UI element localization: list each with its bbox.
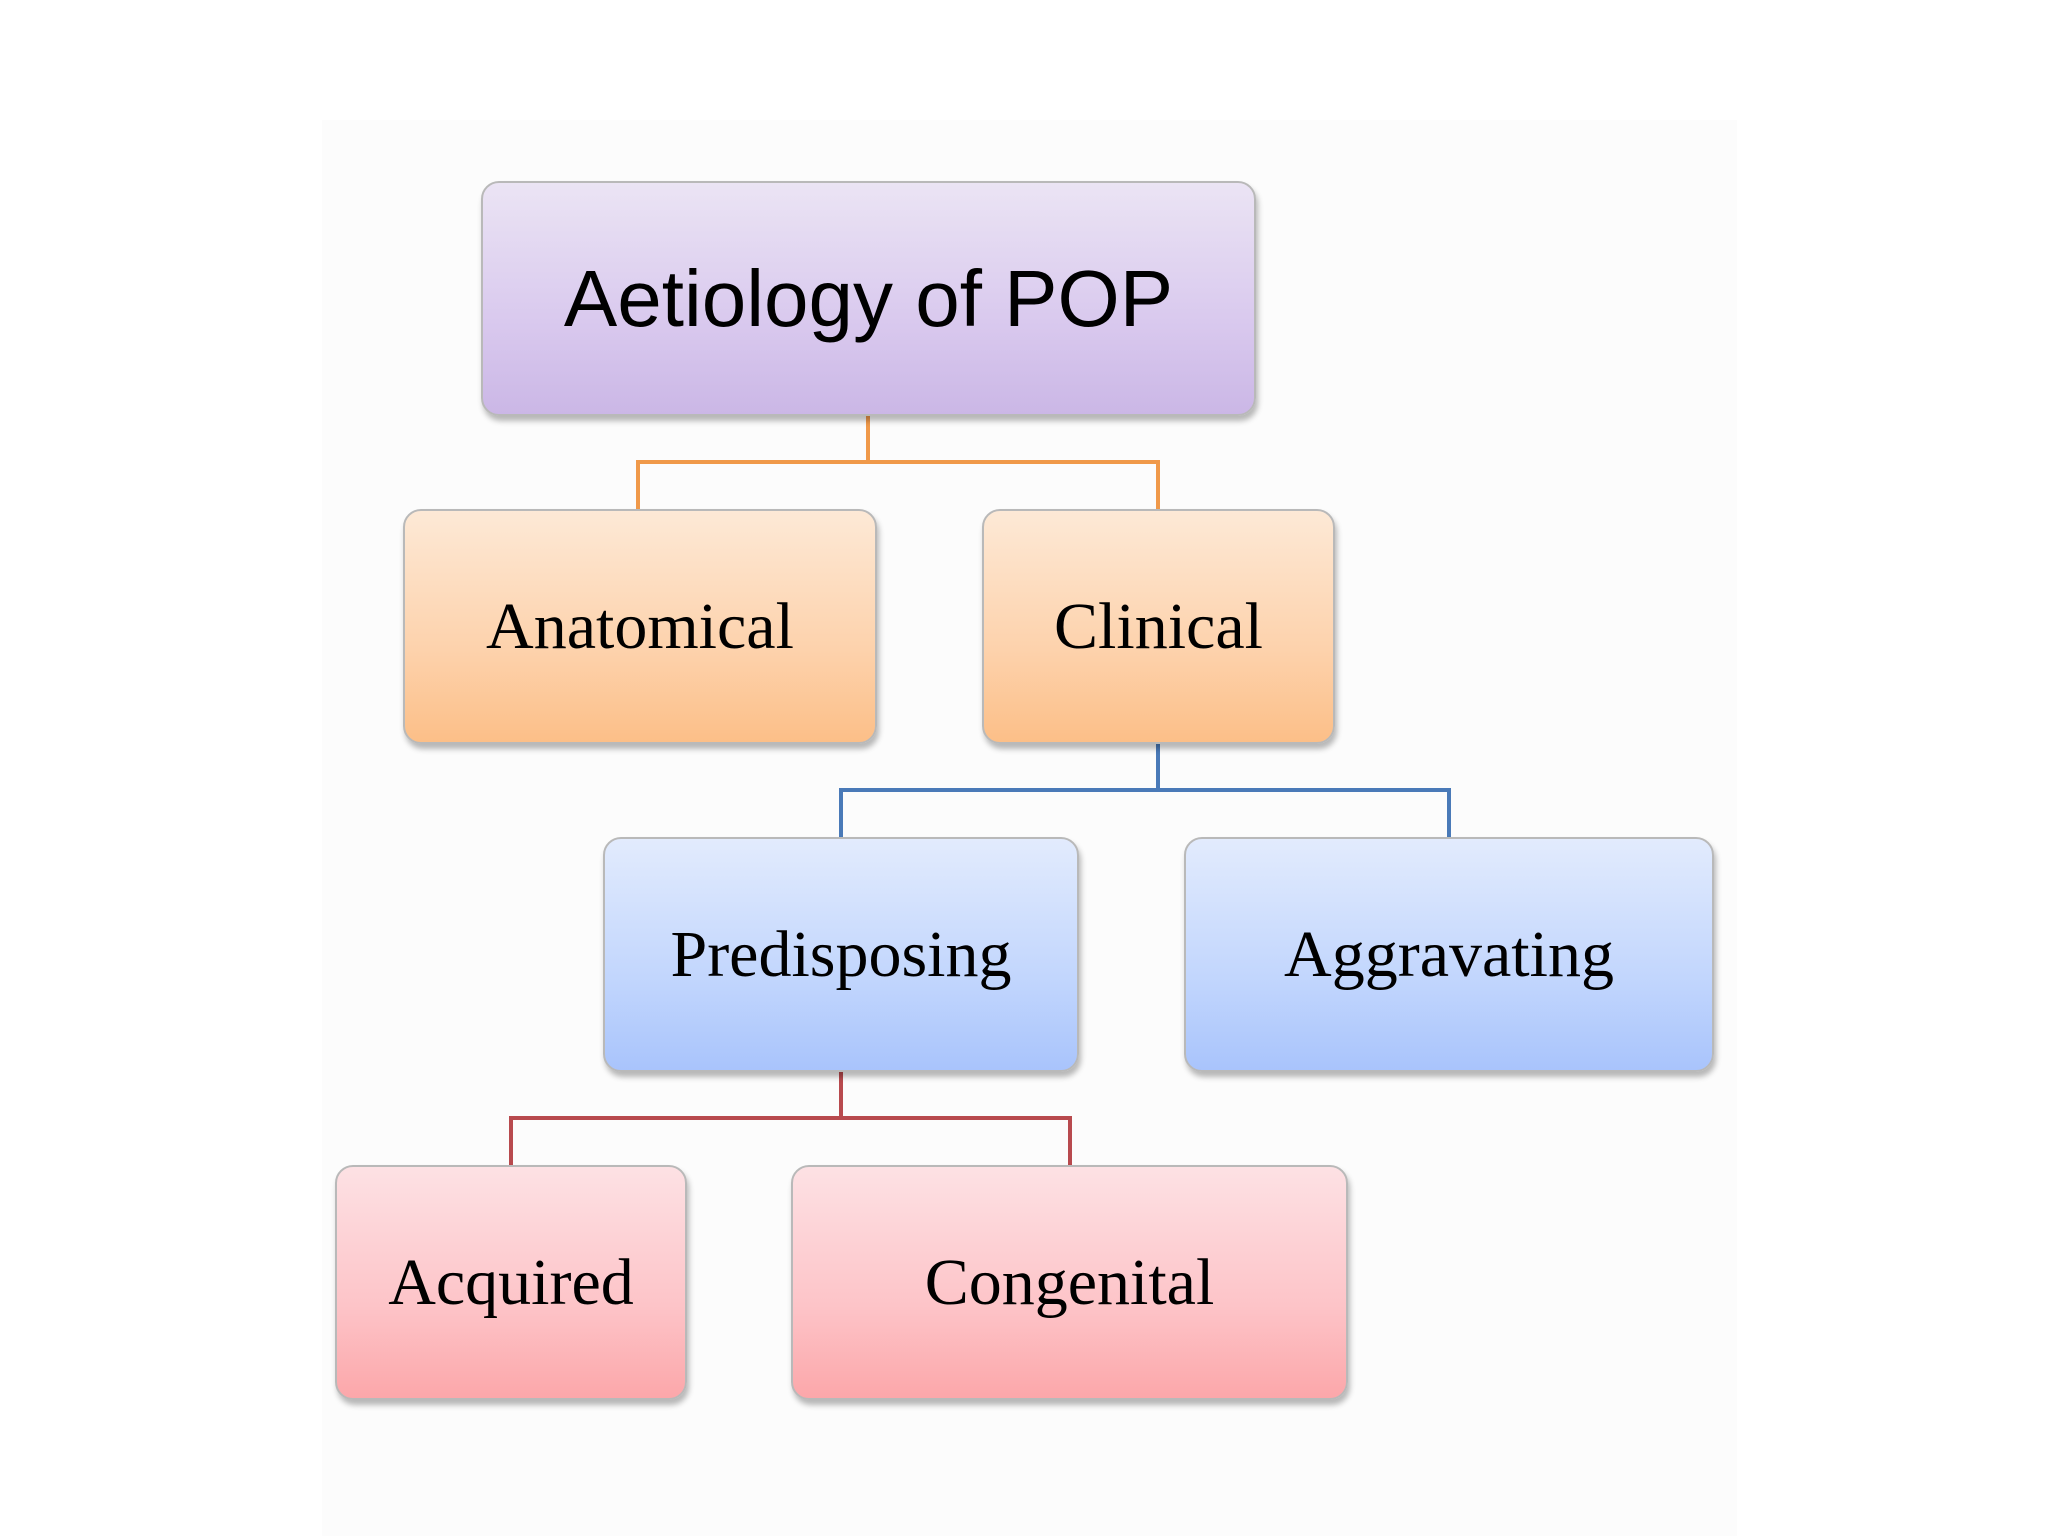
node-clinical: Clinical <box>982 509 1335 744</box>
node-label: Congenital <box>924 1245 1215 1319</box>
node-label: Aggravating <box>1284 917 1614 991</box>
node-anatomical: Anatomical <box>403 509 877 744</box>
node-label: Anatomical <box>486 589 794 663</box>
node-acquired: Acquired <box>335 1165 687 1400</box>
connector-root-to-level1 <box>636 460 1160 509</box>
node-aggravating: Aggravating <box>1184 837 1714 1072</box>
connector-predisposing-to-level3 <box>509 1116 1072 1165</box>
node-label: Aetiology of POP <box>563 253 1174 343</box>
node-label: Acquired <box>388 1245 634 1319</box>
node-aetiology-of-pop: Aetiology of POP <box>481 181 1256 416</box>
connector-clinical-to-level2 <box>839 788 1451 837</box>
node-label: Predisposing <box>670 917 1012 991</box>
node-congenital: Congenital <box>791 1165 1348 1400</box>
node-predisposing: Predisposing <box>603 837 1079 1072</box>
node-label: Clinical <box>1054 589 1263 663</box>
